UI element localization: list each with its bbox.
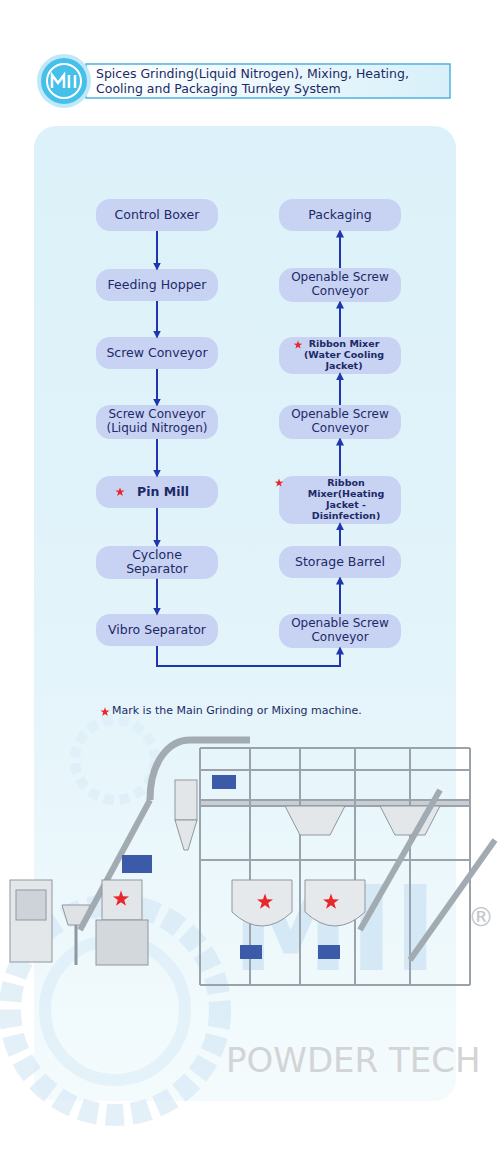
box-label: Screw Conveyor (Liquid Nitrogen) [102,408,212,436]
flow-panel [34,126,456,1101]
process-box: Screw Conveyor (Liquid Nitrogen) [96,405,218,439]
star-mark [100,707,109,716]
box-label: Feeding Hopper [108,278,207,292]
process-box: Feeding Hopper [96,269,218,301]
logo-mark [52,75,75,88]
box-text-group: Screw Conveyor [106,346,207,360]
flow-arrow [339,439,341,476]
flow-arrow [339,524,341,546]
box-label: Storage Barrel [295,555,385,569]
box-text-group: Openable Screw Conveyor [285,408,395,436]
note-text: Mark is the Main Grinding or Mixing mach… [112,704,362,717]
box-label: Ribbon Mixer(Heating Jacket - Disinfecti… [297,478,395,522]
process-box: Vibro Separator [96,614,218,646]
flow-arrow [339,374,341,405]
box-text-group: Packaging [308,208,371,222]
box-text-group: Vibro Separator [108,623,206,637]
box-label: Openable Screw Conveyor [285,617,395,645]
title-text: Spices Grinding(Liquid Nitrogen), Mixing… [86,64,450,98]
process-box: Ribbon Mixer(Heating Jacket - Disinfecti… [279,476,401,524]
process-box: Openable Screw Conveyor [279,614,401,648]
box-label: Screw Conveyor [106,346,207,360]
main-machine-stars [113,891,339,909]
box-label: Ribbon Mixer (Water Cooling Jacket) [293,339,395,372]
logo-ring [47,64,81,98]
flow-arrow [157,646,340,666]
logo-circle [39,56,89,106]
process-box: Openable Screw Conveyor [279,268,401,302]
flow-arrow [156,301,158,337]
process-box: Screw Conveyor [96,337,218,369]
title-banner [86,64,450,98]
star-mark [257,894,273,909]
flow-arrow [339,578,341,614]
box-label: Vibro Separator [108,623,206,637]
box-label: Cyclone Separator [102,548,212,577]
watermark-text: ® [468,902,494,932]
watermark-rings [10,720,220,1115]
flow-arrow [156,439,158,476]
box-label: Control Boxer [115,208,200,222]
process-box: Control Boxer [96,199,218,231]
process-box: Cyclone Separator [96,546,218,579]
pin-mill [96,855,152,965]
box-text-group: Openable Screw Conveyor [285,271,395,299]
box-text-group: Cyclone Separator [102,548,212,577]
star-mark [113,891,129,906]
flow-arrow [156,579,158,614]
transfer-pipe [150,740,250,800]
process-box: Ribbon Mixer (Water Cooling Jacket) [279,337,401,374]
process-box: Openable Screw Conveyor [279,405,401,439]
flow-arrow [156,369,158,405]
control-cabinet [10,880,52,962]
box-text-group: Ribbon Mixer(Heating Jacket - Disinfecti… [297,478,395,522]
process-box: Storage Barrel [279,546,401,578]
box-label: Openable Screw Conveyor [285,408,395,436]
box-text-group: Feeding Hopper [108,278,207,292]
flow-arrow [156,231,158,269]
cyclone-separator [175,775,236,850]
box-text-group: Control Boxer [115,208,200,222]
watermark-ring [75,720,155,800]
box-label: Openable Screw Conveyor [285,271,395,299]
box-text-group: Openable Screw Conveyor [285,617,395,645]
box-text-group: Screw Conveyor (Liquid Nitrogen) [102,408,212,436]
box-text-group: Storage Barrel [295,555,385,569]
flow-arrow [339,302,341,337]
star-mark [323,894,339,909]
box-label: Pin Mill [137,485,189,499]
watermark-text: POWDER TECH [226,1040,481,1080]
process-box: Packaging [279,199,401,231]
box-text-group: Pin Mill [137,485,189,499]
flow-arrow [156,508,158,546]
box-label: Packaging [308,208,371,222]
box-text-group: Ribbon Mixer (Water Cooling Jacket) [293,339,395,372]
flow-arrow [339,231,341,268]
process-box: Pin Mill [96,476,218,508]
